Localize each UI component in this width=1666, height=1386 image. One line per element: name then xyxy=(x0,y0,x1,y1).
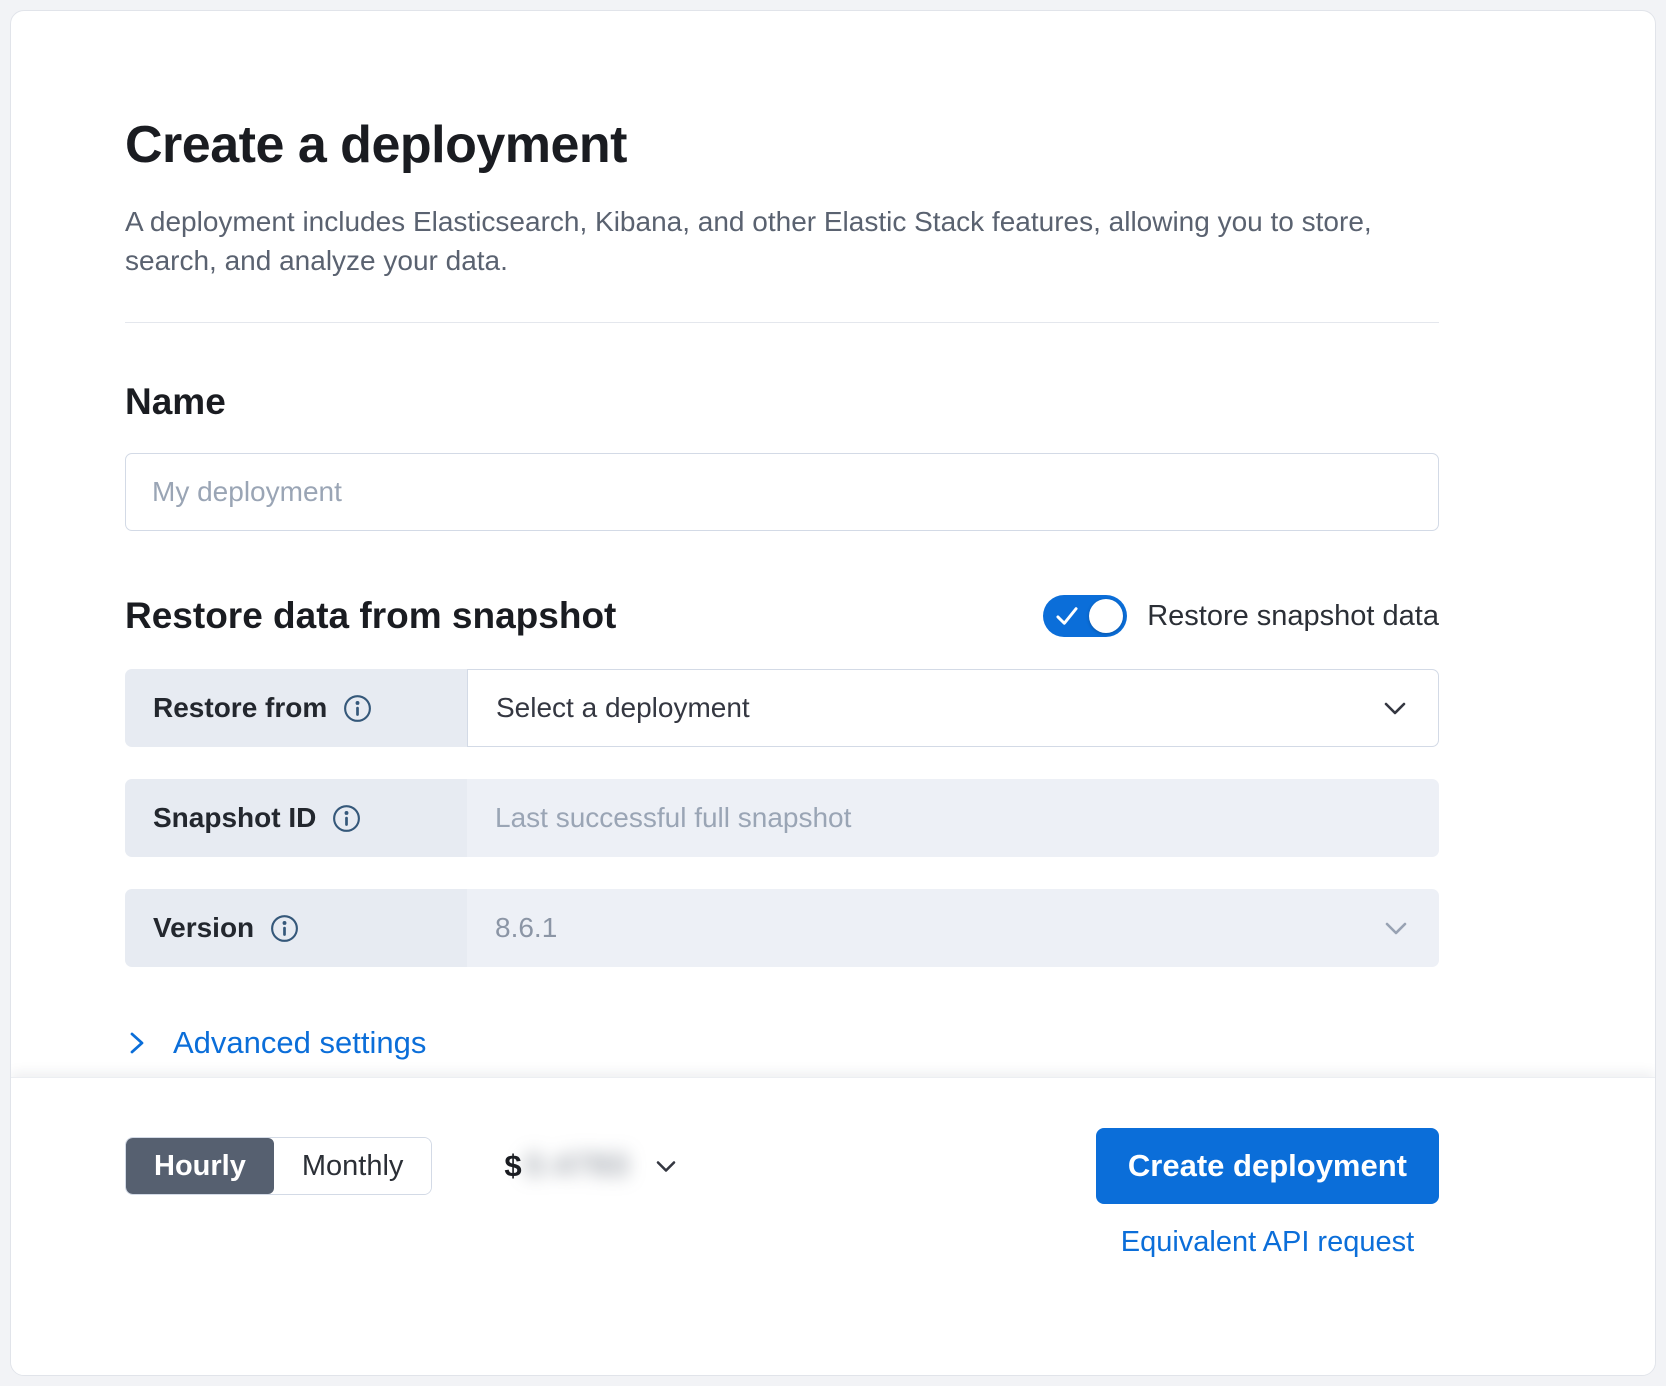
deployment-name-input[interactable] xyxy=(125,453,1439,532)
check-icon xyxy=(1056,607,1078,625)
restore-from-select[interactable]: Select a deployment xyxy=(467,669,1439,748)
price-amount-blurred: 0.4793 xyxy=(525,1149,630,1182)
divider xyxy=(125,322,1439,324)
snapshot-id-row: Snapshot ID Last successful full snapsho… xyxy=(125,779,1439,858)
chevron-down-icon xyxy=(1385,922,1407,935)
info-icon[interactable] xyxy=(332,804,361,833)
billing-interval-toggle: Hourly Monthly xyxy=(125,1137,433,1195)
restore-from-label-cell: Restore from xyxy=(125,669,467,748)
restore-section-header: Restore data from snapshot Restore snaps… xyxy=(125,595,1439,638)
billing-monthly-button[interactable]: Monthly xyxy=(273,1138,432,1194)
create-deployment-button[interactable]: Create deployment xyxy=(1095,1128,1439,1204)
version-row: Version 8.6.1 xyxy=(125,889,1439,968)
restore-snapshot-toggle[interactable] xyxy=(1043,595,1128,638)
toggle-knob xyxy=(1089,599,1124,634)
restore-from-label: Restore from xyxy=(153,692,328,724)
version-label-cell: Version xyxy=(125,889,467,968)
create-deployment-card: Create a deployment A deployment include… xyxy=(10,10,1656,1376)
page-title: Create a deployment xyxy=(125,116,628,174)
version-value: 8.6.1 xyxy=(495,912,558,944)
main-content: Create a deployment A deployment include… xyxy=(11,11,1655,1061)
snapshot-id-label: Snapshot ID xyxy=(153,802,317,834)
restore-from-value: Select a deployment xyxy=(496,692,750,724)
cta-column: Create deployment Equivalent API request xyxy=(1095,1128,1439,1258)
page-subtitle: A deployment includes Elasticsearch, Kib… xyxy=(125,206,1372,276)
info-icon[interactable] xyxy=(270,914,299,943)
advanced-settings-label: Advanced settings xyxy=(173,1025,427,1061)
chevron-right-icon xyxy=(130,1032,144,1054)
restore-from-row: Restore from Select a deployment xyxy=(125,669,1439,748)
equivalent-api-request-link[interactable]: Equivalent API request xyxy=(1120,1226,1415,1258)
chevron-down-icon xyxy=(657,1161,676,1172)
snapshot-id-input: Last successful full snapshot xyxy=(467,779,1439,858)
snapshot-id-value: Last successful full snapshot xyxy=(495,802,852,834)
restore-toggle-label: Restore snapshot data xyxy=(1147,599,1439,632)
billing-hourly-button[interactable]: Hourly xyxy=(126,1138,274,1194)
version-label: Version xyxy=(153,912,255,944)
price-currency: $ xyxy=(504,1148,522,1183)
footer-row: Hourly Monthly $ 0.4793 Create deploymen… xyxy=(11,1078,1655,1258)
name-section-heading: Name xyxy=(125,381,226,423)
restore-section-heading: Restore data from snapshot xyxy=(125,595,617,637)
snapshot-id-label-cell: Snapshot ID xyxy=(125,779,467,858)
advanced-settings-link[interactable]: Advanced settings xyxy=(125,1025,426,1061)
restore-toggle-group: Restore snapshot data xyxy=(1043,595,1439,638)
footer-bar: Hourly Monthly $ 0.4793 Create deploymen… xyxy=(11,1077,1655,1375)
info-icon[interactable] xyxy=(343,694,372,723)
version-select: 8.6.1 xyxy=(467,889,1439,968)
chevron-down-icon xyxy=(1384,702,1406,715)
price-dropdown[interactable]: $ 0.4793 xyxy=(504,1148,681,1184)
